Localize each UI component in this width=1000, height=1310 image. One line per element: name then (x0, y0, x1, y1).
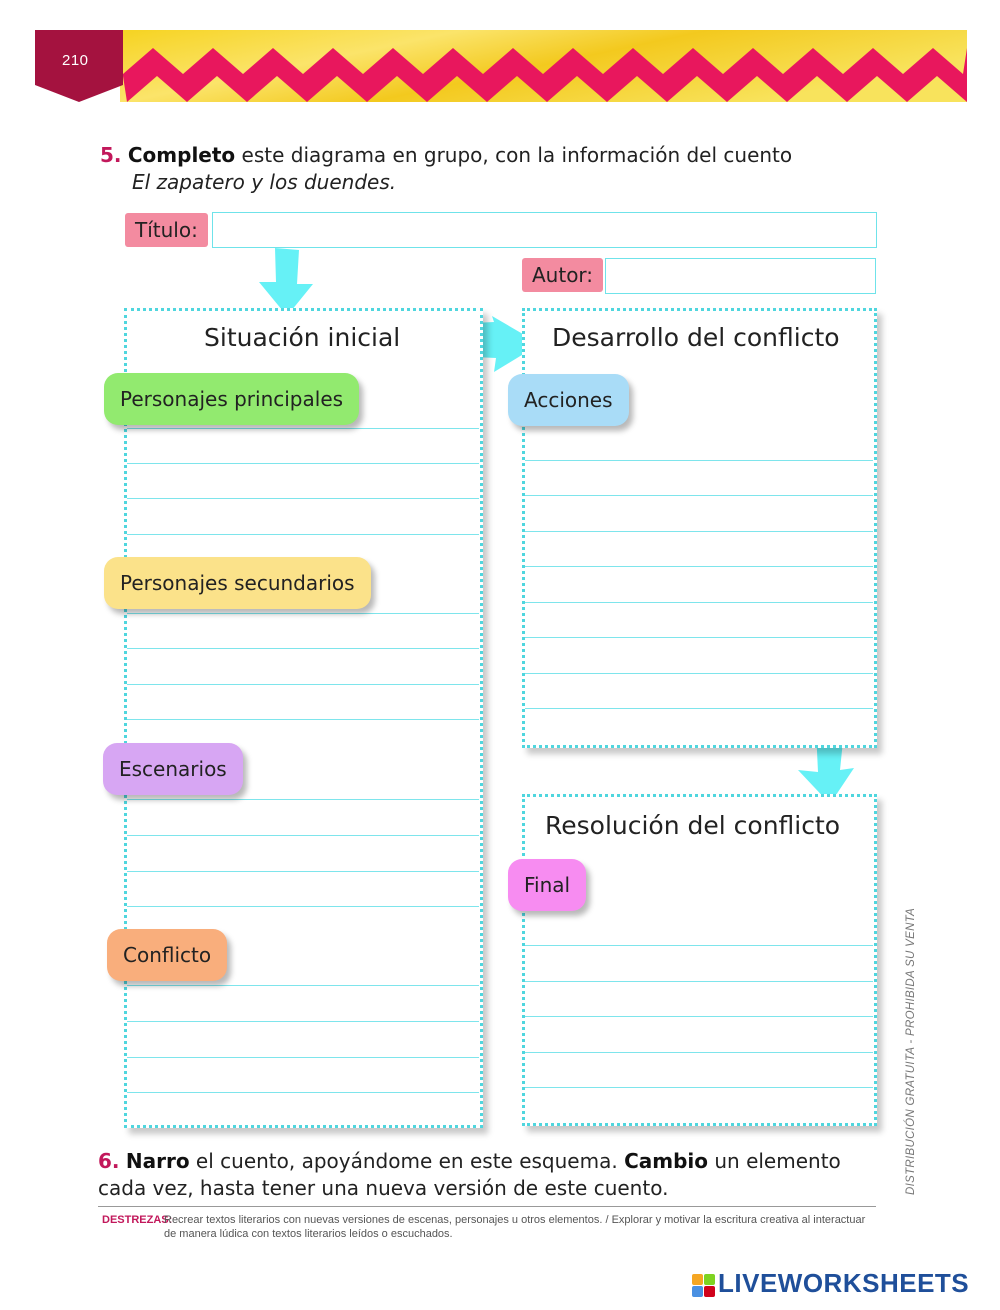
header-banner (35, 30, 967, 102)
writing-line[interactable] (525, 981, 873, 982)
exercise-number: 6. (98, 1149, 120, 1173)
writing-line[interactable] (127, 463, 479, 464)
story-title: El zapatero y los duendes. (132, 170, 396, 194)
tag-conflict: Conflicto (107, 929, 227, 981)
writing-line[interactable] (525, 566, 873, 567)
page-number: 210 (62, 52, 89, 69)
tag-secondary-characters: Personajes secundarios (104, 557, 371, 609)
tag-main-characters: Personajes principales (104, 373, 359, 425)
writing-line[interactable] (127, 613, 479, 614)
writing-line[interactable] (525, 945, 873, 946)
author-field[interactable] (605, 258, 876, 294)
conflict-development-heading: Desarrollo del conflicto (552, 323, 840, 352)
instruction-verb: Completo (128, 143, 235, 167)
initial-situation-heading: Situación inicial (204, 323, 400, 352)
writing-line[interactable] (525, 602, 873, 603)
writing-line[interactable] (127, 799, 479, 800)
conflict-resolution-heading: Resolución del conflicto (545, 811, 840, 840)
writing-line[interactable] (127, 835, 479, 836)
writing-line[interactable] (525, 673, 873, 674)
writing-line[interactable] (525, 495, 873, 496)
writing-line[interactable] (127, 648, 479, 649)
title-field[interactable] (212, 212, 877, 248)
writing-line[interactable] (127, 428, 479, 429)
instruction-verb: Cambio (624, 1149, 708, 1173)
tag-actions: Acciones (508, 374, 629, 426)
footer-divider (98, 1206, 876, 1207)
writing-line[interactable] (525, 460, 873, 461)
writing-line[interactable] (525, 531, 873, 532)
writing-line[interactable] (127, 871, 479, 872)
writing-line[interactable] (127, 684, 479, 685)
initial-situation-box (124, 308, 483, 1128)
instruction-text: este diagrama en grupo, con la informaci… (235, 143, 792, 167)
distribution-note: DISTRIBUCIÓN GRATUITA - PROHIBIDA SU VEN… (905, 908, 917, 1195)
tag-ending: Final (508, 859, 586, 911)
exercise-6-instruction: 6. Narro el cuento, apoyándome en este e… (98, 1148, 888, 1202)
writing-line[interactable] (127, 1021, 479, 1022)
writing-line[interactable] (127, 498, 479, 499)
writing-line[interactable] (525, 1087, 873, 1088)
writing-line[interactable] (127, 1092, 479, 1093)
author-label: Autor: (522, 258, 603, 292)
exercise-number: 5. (100, 143, 122, 167)
brand-name: LIVEWORKSHEETS (718, 1268, 969, 1299)
conflict-resolution-box (522, 794, 877, 1126)
writing-line[interactable] (127, 906, 479, 907)
skills-label: DESTREZAS: (102, 1213, 172, 1227)
writing-line[interactable] (525, 1016, 873, 1017)
writing-line[interactable] (127, 534, 479, 535)
title-label: Título: (125, 213, 208, 247)
exercise-5-instruction: 5. Completo este diagrama en grupo, con … (100, 142, 890, 196)
writing-line[interactable] (525, 1052, 873, 1053)
writing-line[interactable] (525, 708, 873, 709)
writing-line[interactable] (127, 719, 479, 720)
instruction-text: el cuento, apoyándome en este esquema. (190, 1149, 624, 1173)
writing-line[interactable] (525, 637, 873, 638)
writing-line[interactable] (127, 985, 479, 986)
writing-line[interactable] (127, 1057, 479, 1058)
instruction-verb: Narro (126, 1149, 190, 1173)
skills-text: Recrear textos literarios con nuevas ver… (164, 1213, 880, 1241)
tag-settings: Escenarios (103, 743, 243, 795)
liveworksheets-logo-icon (692, 1272, 716, 1300)
